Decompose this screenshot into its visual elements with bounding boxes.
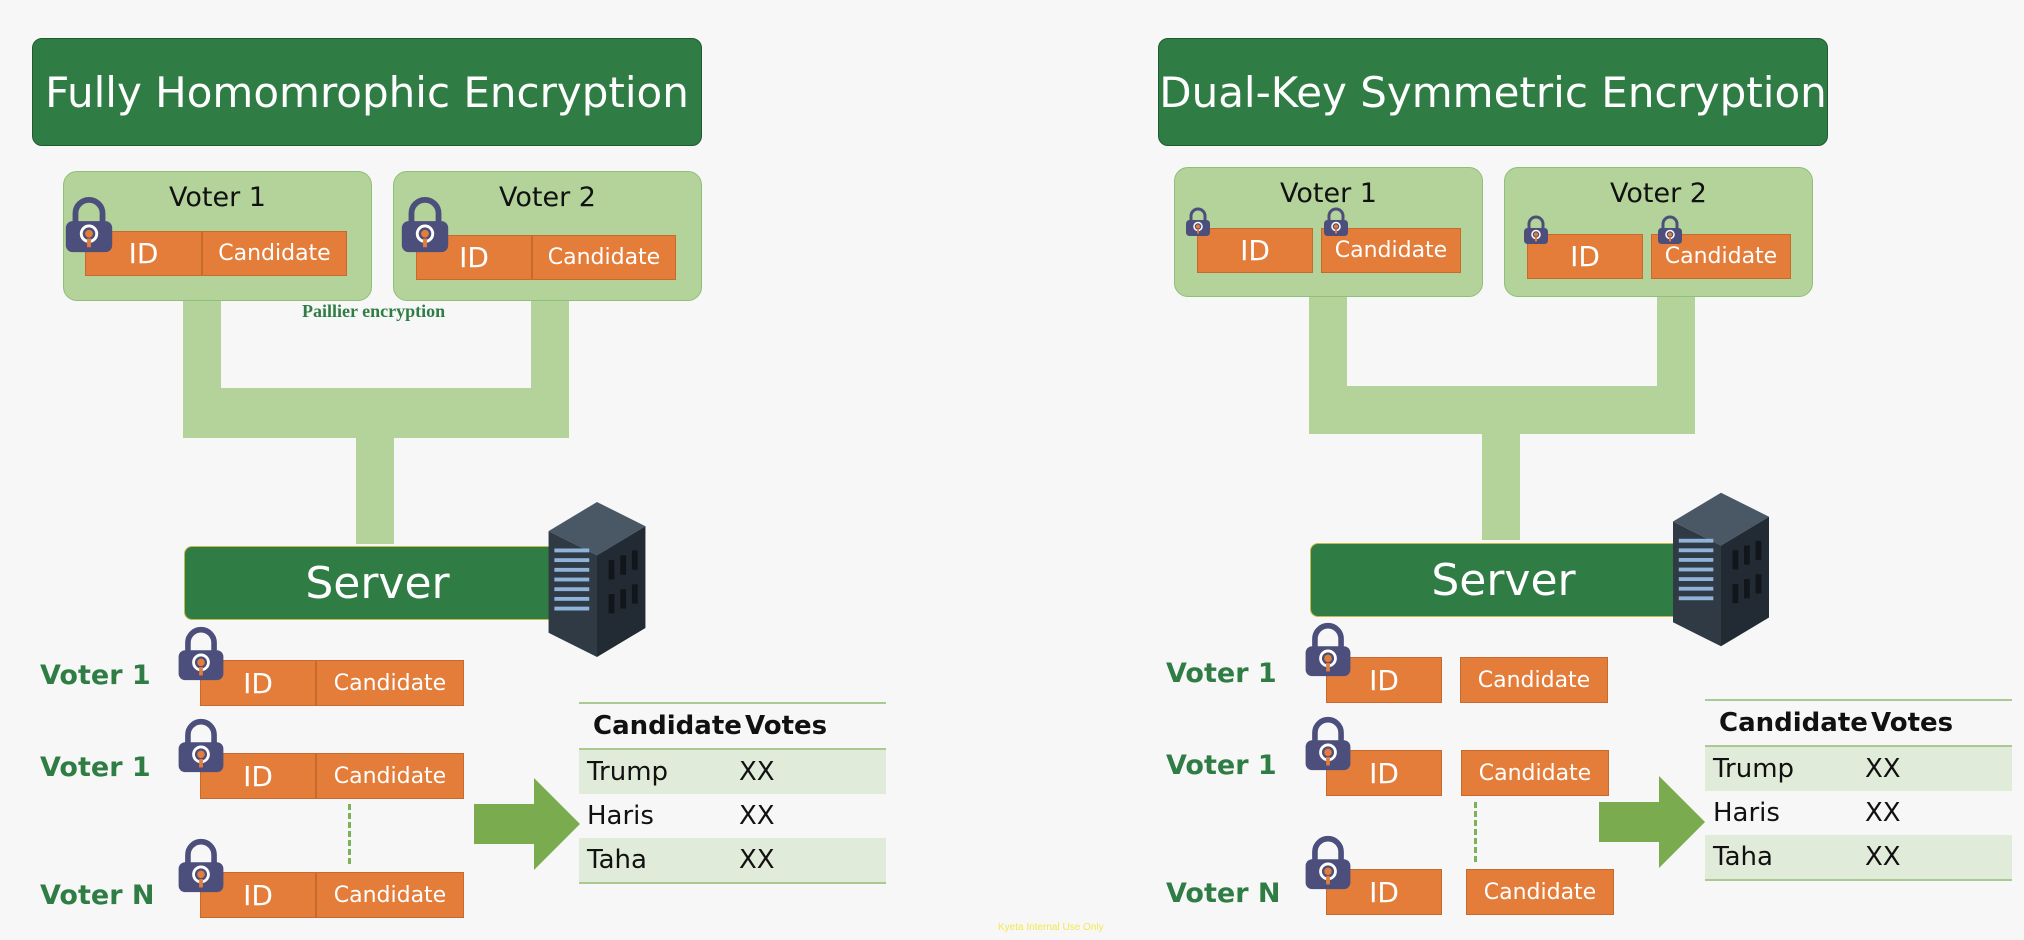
lock-icon (173, 716, 229, 776)
right-results-table: Candidate Votes Trump XX Haris XX Taha X… (1705, 699, 2012, 881)
lock-icon (1183, 206, 1213, 238)
row-voter-label: Voter 1 (1166, 750, 1277, 781)
table-row: Trump XX (579, 750, 886, 794)
right-voter1-box: Voter 1 ID Candidate (1174, 167, 1483, 297)
table-row: Taha XX (579, 838, 886, 882)
paillier-annotation: Paillier encryption (302, 301, 446, 321)
left-title: Fully Homomrophic Encryption (32, 38, 702, 146)
voter-title: Voter 2 (499, 182, 596, 213)
table-header-row: Candidate Votes (1705, 701, 2012, 747)
dashed-ellipsis-line (348, 804, 351, 864)
right-pipe-down (1482, 432, 1520, 540)
id-cell: ID (200, 753, 316, 799)
cell-votes: XX (739, 757, 775, 787)
candidate-cell: Candidate (1466, 869, 1614, 915)
cell-candidate: Haris (587, 801, 654, 831)
header-candidate: Candidate (593, 711, 742, 741)
cell-votes: XX (739, 845, 775, 875)
lock-icon (1300, 833, 1356, 893)
table-header-row: Candidate Votes (579, 704, 886, 750)
header-candidate: Candidate (1719, 708, 1868, 738)
candidate-cell: Candidate (532, 235, 676, 280)
cell-candidate: Trump (587, 757, 669, 787)
row-voter-label: Voter 1 (1166, 658, 1277, 689)
lock-icon (1321, 206, 1351, 238)
left-results-table: Candidate Votes Trump XX Haris XX Taha X… (579, 702, 886, 884)
row-voter-label: Voter 1 (40, 752, 151, 783)
cell-votes: XX (1865, 842, 1901, 872)
row-voter-label: Voter N (1166, 878, 1281, 909)
row-voter-label: Voter N (40, 880, 155, 911)
arrow-right-icon (1599, 776, 1705, 868)
id-cell: ID (85, 231, 202, 276)
voter-title: Voter 1 (1280, 178, 1377, 209)
candidate-cell: Candidate (1460, 657, 1608, 703)
row-voter-label: Voter 1 (40, 660, 151, 691)
voter-title: Voter 1 (169, 182, 266, 213)
right-title: Dual-Key Symmetric Encryption (1158, 38, 1828, 146)
lock-icon (173, 624, 229, 684)
left-voter2-box: Voter 2 ID Candidate (393, 171, 702, 301)
right-pipe-h (1309, 386, 1695, 434)
cell-candidate: Taha (587, 845, 647, 875)
lock-icon (396, 194, 454, 256)
cell-votes: XX (739, 801, 775, 831)
candidate-cell: Candidate (316, 753, 464, 799)
dashed-ellipsis-line (1474, 802, 1477, 862)
server-rack-icon (1673, 492, 1769, 647)
cell-candidate: Haris (1713, 798, 1780, 828)
id-cell: ID (1527, 234, 1643, 279)
table-row: Haris XX (579, 794, 886, 838)
table-row: Trump XX (1705, 747, 2012, 791)
footer-note: Kyeta Internal Use Only (998, 922, 1104, 933)
lock-icon (173, 836, 229, 896)
header-votes: Votes (1871, 708, 1954, 738)
cell-candidate: Trump (1713, 754, 1795, 784)
candidate-cell: Candidate (316, 660, 464, 706)
arrow-right-icon (474, 778, 580, 870)
cell-votes: XX (1865, 798, 1901, 828)
left-server: Server (184, 546, 571, 620)
candidate-cell: Candidate (316, 872, 464, 918)
id-cell: ID (1197, 228, 1313, 273)
left-pipe-h (183, 388, 569, 438)
cell-votes: XX (1865, 754, 1901, 784)
lock-icon (1521, 214, 1551, 246)
lock-icon (60, 194, 118, 256)
lock-icon (1300, 620, 1356, 680)
cell-candidate: Taha (1713, 842, 1773, 872)
voter-title: Voter 2 (1610, 178, 1707, 209)
lock-icon (1300, 714, 1356, 774)
lock-icon (1655, 214, 1685, 246)
candidate-cell: Candidate (1321, 228, 1461, 273)
server-rack-icon (548, 502, 646, 657)
table-row: Haris XX (1705, 791, 2012, 835)
right-server: Server (1310, 543, 1697, 617)
id-cell: ID (200, 872, 316, 918)
left-voter1-box: Voter 1 ID Candidate (63, 171, 372, 301)
right-voter2-box: Voter 2 ID Candidate (1504, 167, 1813, 297)
candidate-cell: Candidate (202, 231, 347, 276)
candidate-cell: Candidate (1461, 750, 1609, 796)
left-pipe-down (356, 436, 394, 544)
table-row: Taha XX (1705, 835, 2012, 879)
header-votes: Votes (745, 711, 828, 741)
candidate-cell: Candidate (1651, 234, 1791, 279)
